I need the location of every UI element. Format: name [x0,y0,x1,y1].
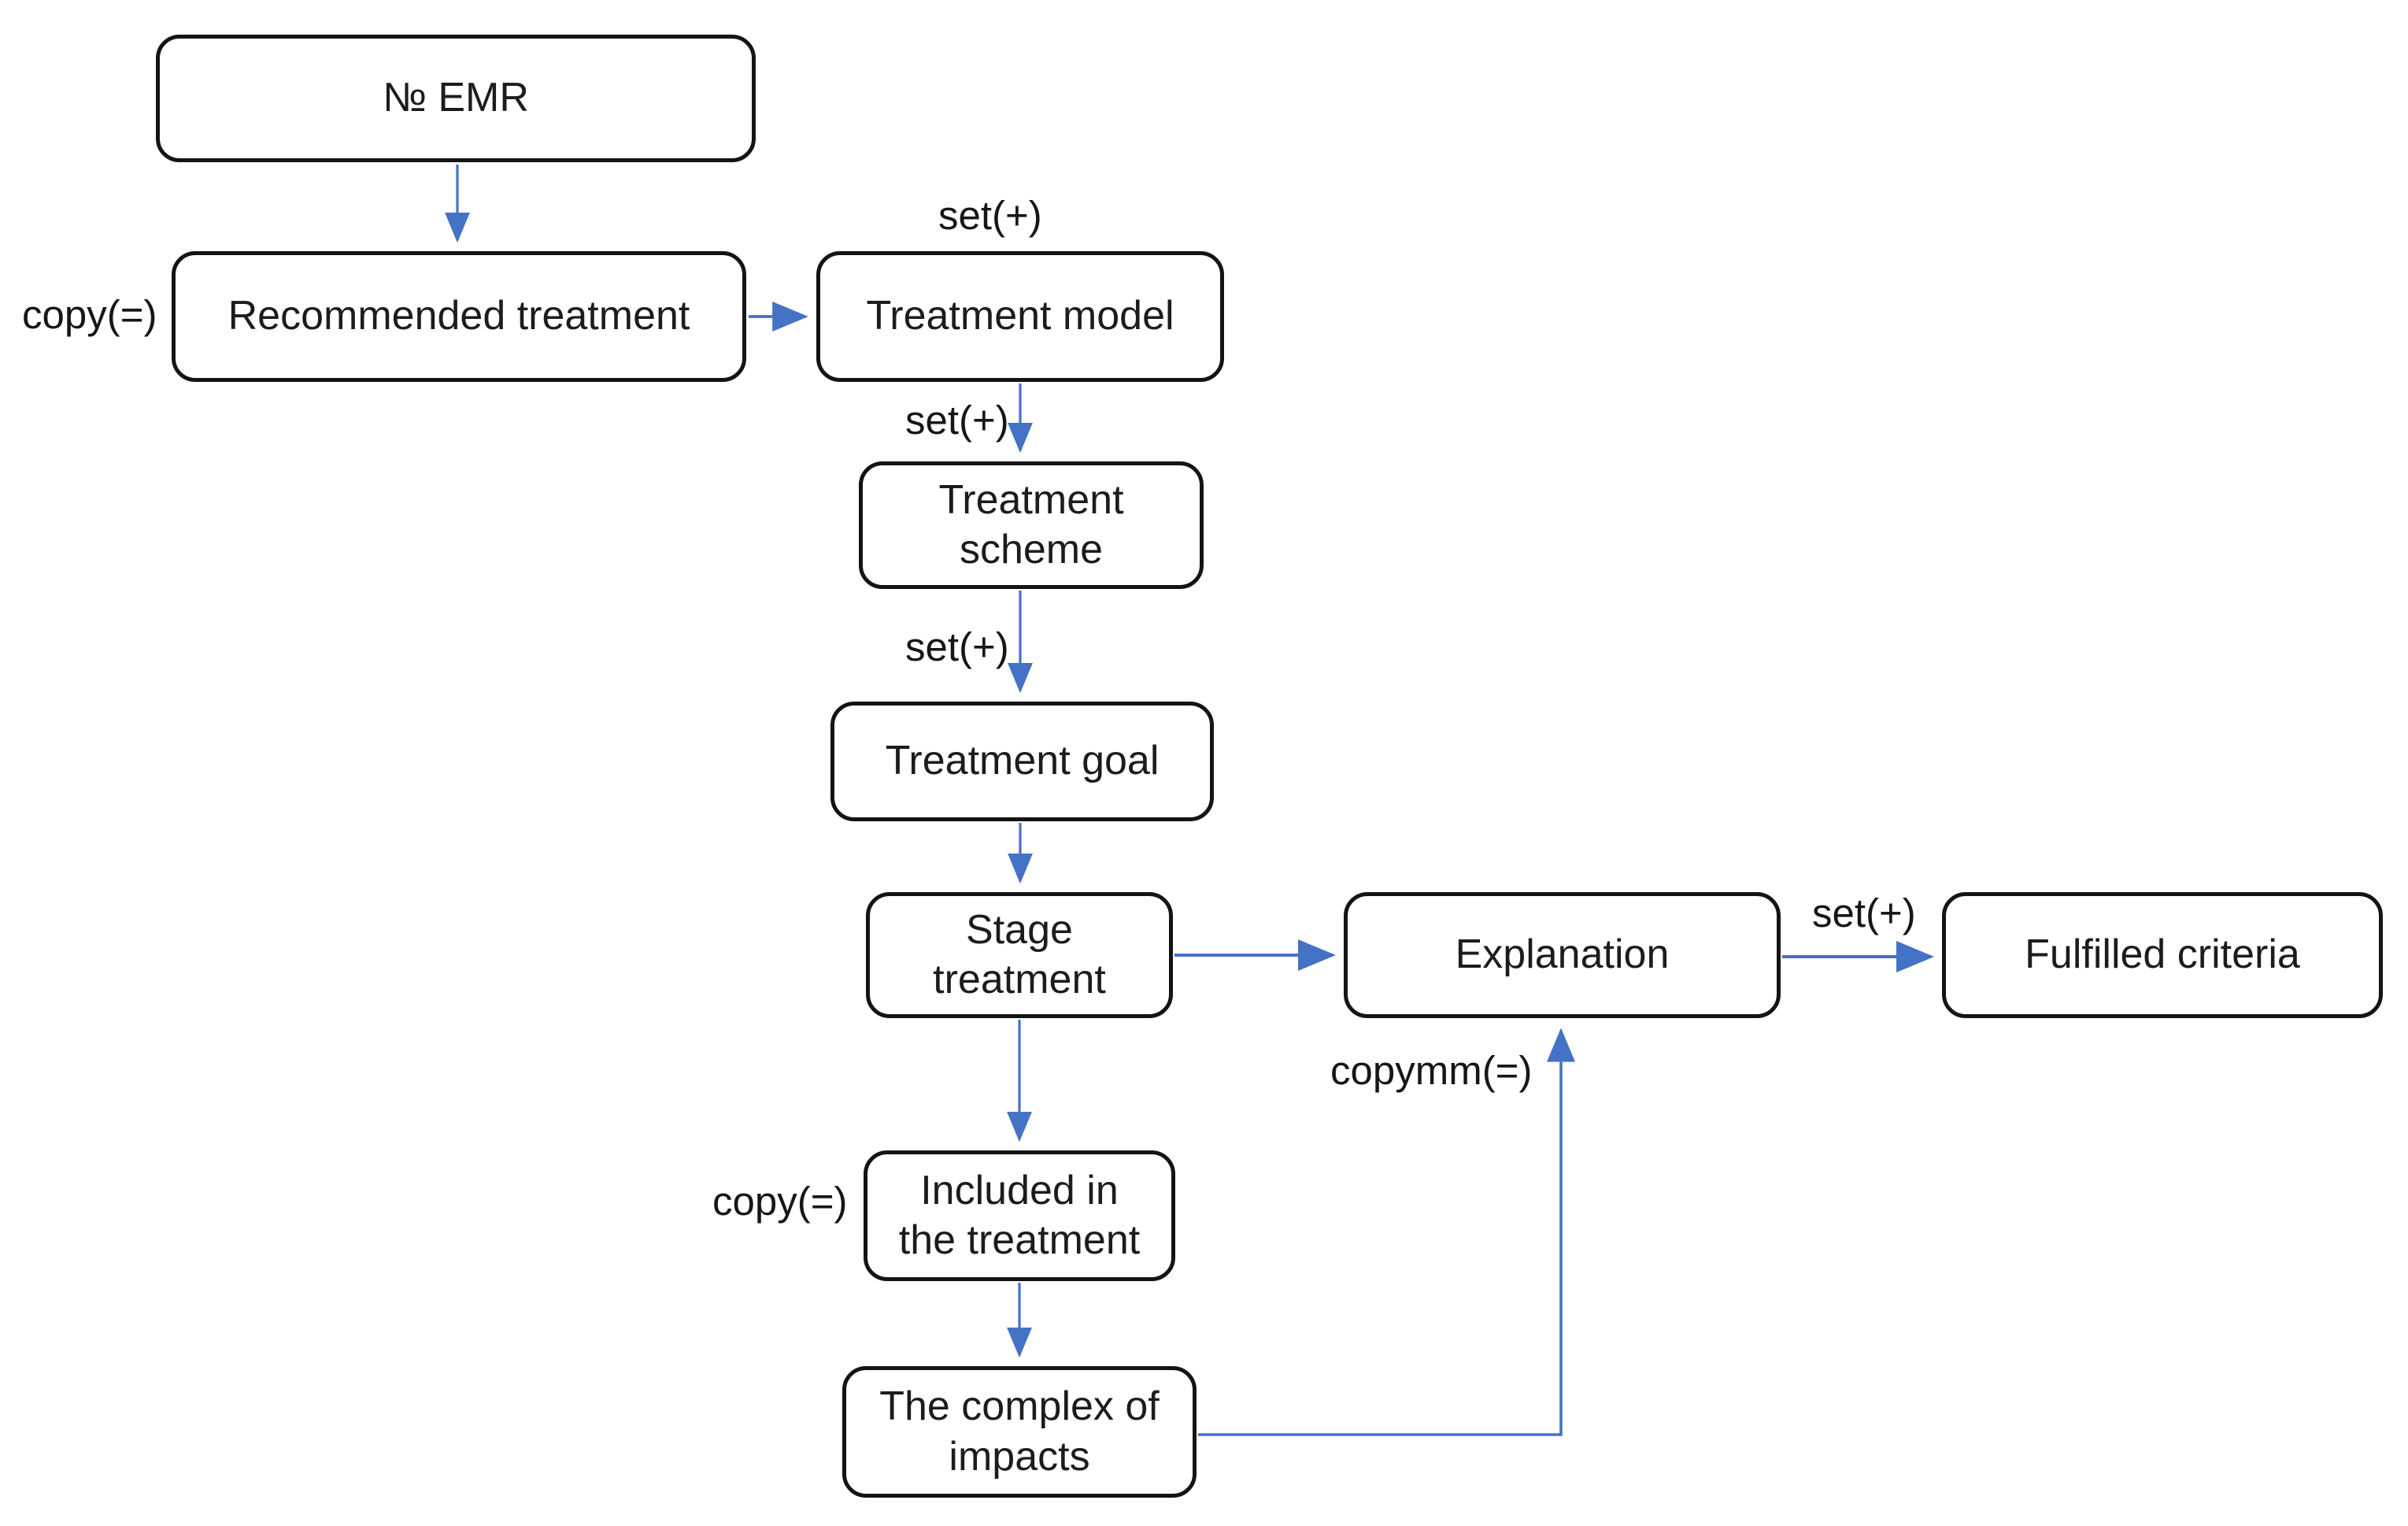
edge-label-set-model-scheme: set(+) [905,398,1009,443]
node-treatment-scheme-label-line2: scheme [959,527,1104,572]
node-complex-of-impacts-label-line1: The complex of [879,1383,1160,1430]
node-stage-treatment-label-line1: Stage [966,906,1073,953]
node-included-in-treatment: Included in the treatment [864,1150,1175,1281]
node-included-in-treatment-label-line2: the treatment [898,1217,1141,1263]
node-stage-treatment-label-line2: treatment [933,957,1106,1002]
arrow-complex-to-explanation-elbow [1198,1028,1575,1436]
node-complex-of-impacts: The complex of impacts [842,1366,1197,1498]
node-treatment-model-label: Treatment model [866,293,1174,339]
node-fulfilled-criteria-label: Fulfilled criteria [2025,932,2300,978]
node-explanation: Explanation [1344,892,1781,1018]
edge-label-copy-left: copy(=) [22,292,157,337]
edge-label-set-above-model: set(+) [938,193,1042,238]
node-recommended-treatment: Recommended treatment [172,251,746,382]
node-explanation-label: Explanation [1455,932,1670,978]
node-fulfilled-criteria: Fulfilled criteria [1942,892,2383,1018]
edge-label-copymm: copymm(=) [1330,1048,1533,1093]
edge-label-set-explanation-fulfilled: set(+) [1812,891,1916,935]
node-recommended-treatment-label: Recommended treatment [227,293,690,339]
edge-label-set-scheme-goal: set(+) [905,624,1009,669]
node-treatment-goal-label: Treatment goal [885,738,1160,784]
node-emr-label: № EMR [383,75,529,121]
node-treatment-scheme-label-line1: Treatment [938,476,1124,523]
node-complex-of-impacts-label-line2: impacts [949,1433,1090,1480]
node-treatment-scheme: Treatment scheme [859,461,1204,589]
node-included-in-treatment-label-line1: Included in [920,1167,1119,1213]
node-treatment-goal: Treatment goal [830,702,1214,821]
edge-label-copy-included: copy(=) [712,1179,848,1224]
node-treatment-model: Treatment model [816,251,1224,382]
node-emr: № EMR [156,35,756,162]
node-stage-treatment: Stage treatment [866,892,1173,1018]
